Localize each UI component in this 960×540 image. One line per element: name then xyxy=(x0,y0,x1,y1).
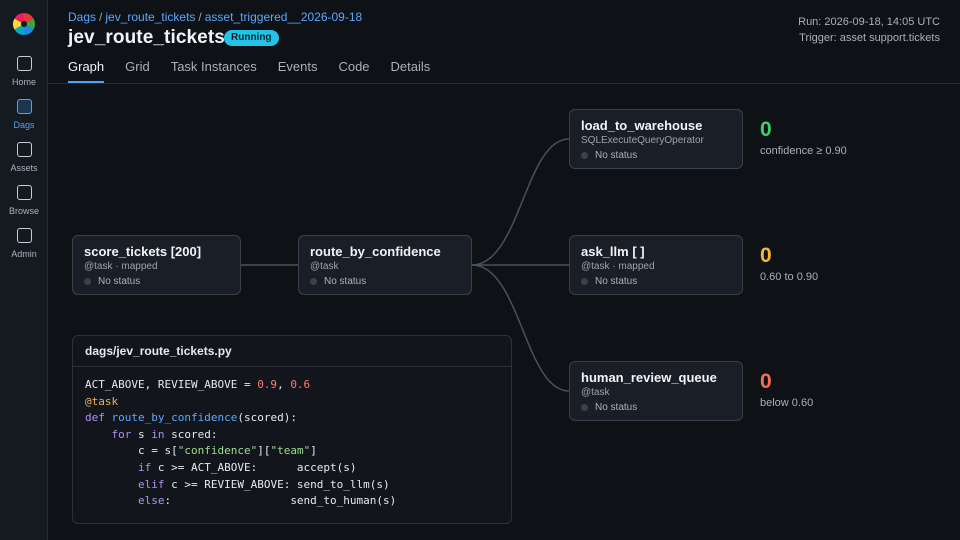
status-dot-icon xyxy=(581,278,588,285)
sidebar-item-assets[interactable]: Assets xyxy=(0,140,48,180)
code-line: @task xyxy=(85,394,119,408)
admin-icon xyxy=(16,228,32,243)
task-status-label: No status xyxy=(98,276,141,287)
branch-label-human: below 0.60 xyxy=(760,397,814,409)
code-line: for s in scored: xyxy=(111,427,218,441)
code-line: if c >= ACT_ABOVE: accept(s) xyxy=(137,460,357,474)
status-badge: Running xyxy=(224,30,279,46)
sidebar: Home Dags Assets Browse Admin xyxy=(0,0,48,540)
run-info: Run: 2026-09-18, 14:05 UTC Trigger: asse… xyxy=(798,14,940,46)
branch-label-act: confidence ≥ 0.90 xyxy=(760,145,847,157)
sidebar-item-browse[interactable]: Browse xyxy=(0,183,48,223)
breadcrumb: Dags/jev_route_tickets/asset_triggered__… xyxy=(68,10,362,24)
breadcrumb-separator: / xyxy=(99,10,103,24)
edge-route-to-load xyxy=(471,138,570,266)
task-name: route_by_confidence xyxy=(310,244,441,259)
tab-grid[interactable]: Grid xyxy=(125,59,150,74)
task-status-label: No status xyxy=(324,276,367,287)
page-title: jev_route_tickets xyxy=(68,27,225,48)
task-status-label: No status xyxy=(595,150,638,161)
header-divider xyxy=(48,83,960,84)
status-dot-icon xyxy=(581,404,588,411)
branch-count-human: 0 xyxy=(760,370,772,393)
tab-graph[interactable]: Graph xyxy=(68,59,105,83)
task-status: No status xyxy=(581,150,637,161)
branch-label-review: 0.60 to 0.90 xyxy=(760,271,819,283)
sidebar-item-label: Home xyxy=(11,77,36,87)
code-line: c = s["confidence"]["team"] xyxy=(85,444,317,458)
code-line: def route_by_confidence(scored): xyxy=(85,411,297,425)
branch-count-act: 0 xyxy=(760,118,772,141)
sidebar-item-home[interactable]: Home xyxy=(0,54,48,94)
task-status: No status xyxy=(84,276,140,287)
task-node-route-by-confidence[interactable]: route_by_confidence @task No status xyxy=(298,235,472,295)
sidebar-item-admin[interactable]: Admin xyxy=(0,226,48,266)
sidebar-item-label: Browse xyxy=(8,206,39,216)
run-trigger: Trigger: asset support.tickets xyxy=(799,32,940,44)
tab-code[interactable]: Code xyxy=(338,59,370,74)
task-name: ask_llm [ ] xyxy=(581,244,645,259)
task-node-load-to-warehouse[interactable]: load_to_warehouse SQLExecuteQueryOperato… xyxy=(569,109,743,169)
breadcrumb-dags[interactable]: Dags xyxy=(68,10,97,24)
task-status: No status xyxy=(581,402,637,413)
home-icon xyxy=(16,56,32,71)
browse-icon xyxy=(16,185,32,200)
sidebar-item-label: Admin xyxy=(11,249,37,259)
code-block[interactable]: ACT_ABOVE, REVIEW_ABOVE = 0.9, 0.6 @task… xyxy=(85,377,396,510)
tab-bar: Graph Grid Task Instances Events Code De… xyxy=(68,59,451,83)
breadcrumb-run[interactable]: asset_triggered__2026-09-18 xyxy=(204,10,363,24)
code-line: ACT_ABOVE, REVIEW_ABOVE = 0.9, 0.6 xyxy=(85,378,311,391)
task-status-label: No status xyxy=(595,276,638,287)
task-status: No status xyxy=(310,276,366,287)
task-type: @task xyxy=(310,261,339,272)
run-time: Run: 2026-09-18, 14:05 UTC xyxy=(798,16,940,28)
tab-task-instances[interactable]: Task Instances xyxy=(170,59,257,74)
task-status: No status xyxy=(581,276,637,287)
sidebar-item-label: Dags xyxy=(13,120,35,130)
task-name: load_to_warehouse xyxy=(581,118,703,133)
tab-details[interactable]: Details xyxy=(390,59,431,74)
breadcrumb-dag[interactable]: jev_route_tickets xyxy=(105,10,196,24)
task-node-score-tickets[interactable]: score_tickets [200] @task · mapped No st… xyxy=(72,235,241,295)
sidebar-item-dags[interactable]: Dags xyxy=(0,97,48,137)
task-type: SQLExecuteQueryOperator xyxy=(581,135,704,146)
airflow-logo-icon[interactable] xyxy=(12,12,36,36)
task-type: @task xyxy=(581,387,610,398)
code-filename: dags/jev_route_tickets.py xyxy=(73,336,511,367)
code-line: elif c >= REVIEW_ABOVE: send_to_llm(s) xyxy=(137,477,390,491)
status-dot-icon xyxy=(84,278,91,285)
task-name: score_tickets [200] xyxy=(84,244,202,259)
sidebar-item-label: Assets xyxy=(10,163,38,173)
status-dot-icon xyxy=(581,152,588,159)
code-panel: dags/jev_route_tickets.py ACT_ABOVE, REV… xyxy=(72,335,512,524)
dags-icon xyxy=(16,99,32,114)
task-node-human-review-queue[interactable]: human_review_queue @task No status xyxy=(569,361,743,421)
task-name: human_review_queue xyxy=(581,370,717,385)
status-dot-icon xyxy=(310,278,317,285)
tab-events[interactable]: Events xyxy=(277,59,318,74)
task-type: @task · mapped xyxy=(84,261,158,272)
branch-count-review: 0 xyxy=(760,244,772,267)
task-node-ask-llm[interactable]: ask_llm [ ] @task · mapped No status xyxy=(569,235,743,295)
assets-icon xyxy=(16,142,32,157)
code-line: else: send_to_human(s) xyxy=(137,494,397,508)
task-type: @task · mapped xyxy=(581,261,655,272)
breadcrumb-separator: / xyxy=(198,10,202,24)
task-status-label: No status xyxy=(595,402,638,413)
